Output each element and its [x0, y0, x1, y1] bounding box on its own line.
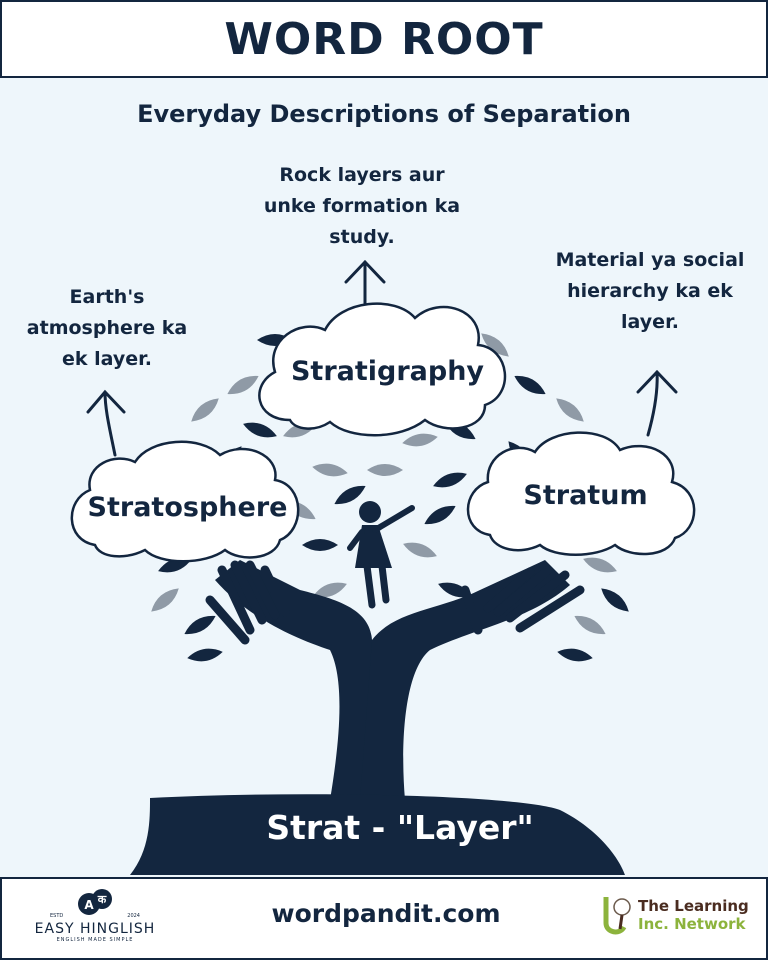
arrow-up-icon — [344, 259, 386, 312]
leaf-icon — [187, 648, 223, 662]
arrow-up-icon — [636, 369, 678, 437]
leaf-icon — [227, 375, 259, 395]
root-label: Strat - "Layer" — [266, 808, 534, 847]
hands-icon — [205, 560, 585, 645]
footer: A क ESTD 2024 EASY HINGLISH ENGLISH MADE … — [0, 877, 768, 960]
page-title: WORD ROOT — [224, 13, 544, 65]
svg-text:क: क — [97, 893, 107, 906]
description-stratigraphy: Rock layers aur unke formation ka study. — [263, 164, 461, 248]
leaf-icon — [312, 463, 348, 477]
word-stratigraphy: Stratigraphy — [290, 356, 485, 387]
leaf-icon — [601, 588, 629, 612]
ground — [130, 794, 625, 875]
arrow-up-icon — [86, 389, 126, 457]
learning-line1: The Learning — [638, 897, 749, 915]
arrows — [86, 259, 678, 457]
leaf-icon — [334, 485, 366, 505]
estd-label: ESTD — [50, 913, 64, 919]
leaf-icon — [424, 505, 456, 525]
header: WORD ROOT — [0, 0, 768, 78]
learning-line2: Inc. Network — [638, 915, 746, 933]
leaf-icon — [433, 472, 467, 488]
cloud-stratigraphy — [258, 302, 507, 437]
cloud-stratum — [466, 431, 696, 556]
site-link[interactable]: wordpandit.com — [271, 899, 501, 928]
subtitle: Everyday Descriptions of Separation — [137, 100, 631, 128]
leaf-icon — [574, 615, 606, 635]
leaf-icon — [556, 398, 584, 422]
leaf-icon — [151, 588, 179, 612]
tree-trunk — [215, 560, 373, 800]
easy-hinglish-logo: A क ESTD 2024 EASY HINGLISH ENGLISH MADE … — [30, 887, 160, 943]
description-stratum: Material ya social hierarchy ka ek layer… — [555, 249, 745, 333]
estd-year: 2024 — [127, 913, 140, 919]
leaf-icon — [402, 433, 438, 447]
leaf-icon — [243, 422, 277, 438]
leaf-icon — [403, 542, 437, 558]
clouds — [70, 302, 696, 563]
speech-bubbles-icon: A क — [78, 889, 112, 915]
leaf-icon — [184, 615, 216, 635]
leaf-icon — [583, 557, 617, 573]
svg-text:A: A — [84, 898, 94, 912]
leaf-icon — [481, 333, 509, 357]
leaf-icon — [367, 464, 403, 476]
leaf-icon — [191, 398, 219, 422]
leaf-icon — [514, 375, 546, 395]
leaf-icon — [557, 648, 593, 662]
description-stratosphere: Earth's atmosphere ka ek layer. — [26, 286, 188, 370]
cloud-stratosphere — [70, 440, 300, 563]
easy-hinglish-name: EASY HINGLISH — [34, 921, 156, 937]
leaf-icon — [313, 582, 347, 598]
tree-logo-icon — [603, 897, 631, 935]
word-stratum: Stratum — [523, 480, 648, 511]
word-stratosphere: Stratosphere — [87, 492, 288, 523]
easy-hinglish-tagline: ENGLISH MADE SIMPLE — [56, 937, 134, 943]
leaf-icon — [302, 539, 338, 551]
child-icon — [347, 501, 415, 609]
